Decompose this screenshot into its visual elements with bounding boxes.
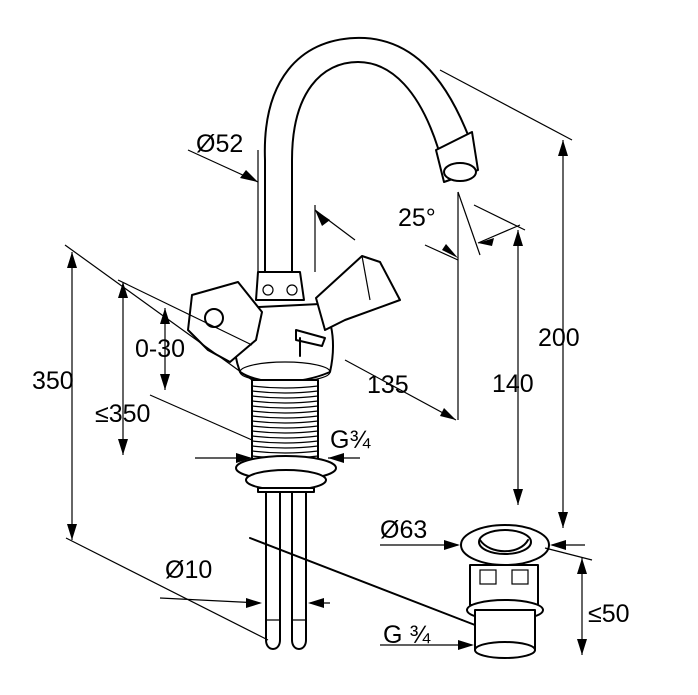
thread-ridge — [251, 415, 319, 419]
thread-ridge — [251, 435, 319, 439]
label-le50: ≤50 — [588, 600, 630, 628]
label-thread-waste: G ¾ — [383, 621, 431, 649]
label-350: 350 — [32, 367, 74, 395]
dim-range — [149, 308, 253, 441]
label-140: 140 — [492, 370, 534, 398]
dim-le50 — [544, 547, 593, 655]
dim-d10 — [159, 597, 330, 608]
dim-angle — [424, 191, 521, 420]
supply-tubes — [265, 491, 307, 650]
label-d10: Ø10 — [165, 556, 212, 584]
dim-le350 — [117, 279, 253, 455]
mounting-flange — [235, 455, 337, 493]
thread-ridge — [251, 440, 319, 444]
thread-ridge — [251, 410, 319, 414]
label-d52: Ø52 — [196, 130, 243, 158]
thread-ridge — [251, 420, 319, 424]
dim-thread-body — [195, 453, 360, 463]
dim-d52 — [187, 149, 356, 272]
thread-ridge — [251, 445, 319, 449]
thread-ridge — [251, 450, 319, 454]
dim-350 — [64, 244, 269, 641]
label-range: 0-30 — [135, 335, 185, 363]
dim-d63 — [380, 540, 585, 550]
thread-ridge — [251, 425, 319, 429]
lift-rod — [295, 329, 326, 357]
thread-ridge — [251, 405, 319, 409]
thread-ridge — [251, 430, 319, 434]
dim-200 — [439, 69, 573, 528]
spout-collar — [255, 271, 305, 301]
label-d63: Ø63 — [380, 516, 427, 544]
label-200: 200 — [538, 324, 580, 352]
label-thread-body: G¾ — [330, 426, 371, 454]
dim-135 — [344, 359, 457, 421]
popup-waste — [249, 524, 550, 659]
spout — [263, 36, 479, 273]
thread-ridge — [251, 385, 319, 389]
thread-ridge — [251, 400, 319, 404]
dim-140 — [473, 204, 526, 505]
left-handle — [187, 281, 263, 363]
thread-ridge — [251, 390, 319, 394]
thread-ridge — [251, 395, 319, 399]
dim-thread-waste — [380, 640, 474, 650]
threaded-shank — [251, 379, 319, 461]
label-135: 135 — [367, 371, 409, 399]
right-handle — [315, 255, 401, 331]
label-le350: ≤350 — [95, 400, 150, 428]
label-angle: 25° — [398, 204, 436, 232]
